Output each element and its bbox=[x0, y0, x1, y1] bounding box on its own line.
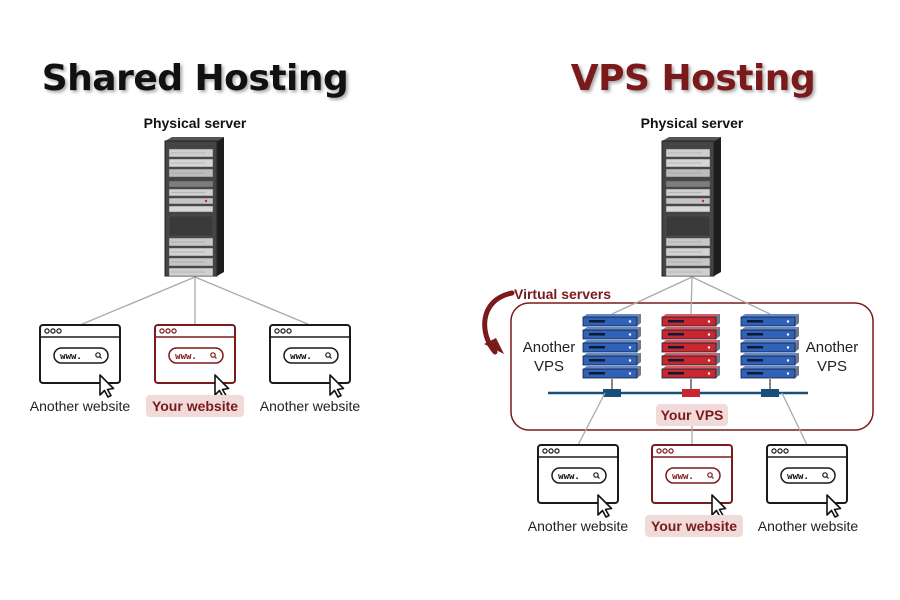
vps-site-label-1: Another website bbox=[527, 518, 629, 534]
vps-blue-rack-right-icon bbox=[740, 314, 799, 379]
vps-url-text-3: www. bbox=[787, 472, 809, 482]
shared-site-label-1: Another website bbox=[29, 398, 131, 414]
shared-browser-icon-1-cursor-icon bbox=[99, 374, 115, 398]
vps-link-line bbox=[690, 276, 693, 315]
vps-hosting-title: VPS Hosting bbox=[570, 58, 816, 99]
shared-browser-icon-1 bbox=[39, 324, 121, 398]
network-port-icon bbox=[761, 389, 779, 397]
vps-physical-server-icon bbox=[661, 137, 721, 277]
vps-url-text-2: www. bbox=[672, 472, 694, 482]
shared-physical-server-label: Physical server bbox=[143, 115, 247, 131]
vps-browser-icon-3 bbox=[766, 444, 848, 518]
vps-link-line bbox=[611, 276, 693, 315]
shared-physical-server-icon bbox=[164, 137, 224, 277]
vps-url-text-1: www. bbox=[558, 472, 580, 482]
another-vps-left-label: Another VPS bbox=[522, 339, 576, 375]
shared-url-text-2: www. bbox=[175, 352, 197, 362]
vps-browser-icon-3-cursor-icon bbox=[826, 494, 842, 518]
network-port-icon bbox=[682, 389, 700, 397]
vps-browser-icon-1-cursor-icon bbox=[597, 494, 613, 518]
vps-your-browser-icon bbox=[651, 444, 733, 518]
shared-url-text-1: www. bbox=[60, 352, 82, 362]
vps-site-link-line bbox=[577, 392, 606, 446]
another-vps-right-label: Another VPS bbox=[805, 339, 859, 375]
vps-browser-icon-1 bbox=[537, 444, 619, 518]
vps-site-label-3: Another website bbox=[757, 518, 859, 534]
vps-blue-rack-left-icon bbox=[582, 314, 641, 379]
shared-url-text-3: www. bbox=[290, 352, 312, 362]
your-vps-label: Your VPS bbox=[656, 404, 728, 426]
vps-red-rack-icon bbox=[661, 314, 720, 379]
shared-browser-icon-3 bbox=[269, 324, 351, 398]
shared-site-label-3: Another website bbox=[259, 398, 361, 414]
vps-site-link-line bbox=[781, 392, 808, 446]
shared-hosting-title: Shared Hosting bbox=[41, 58, 349, 99]
curved-arrow-head bbox=[484, 338, 504, 354]
shared-link-line bbox=[79, 276, 196, 326]
network-port-icon bbox=[603, 389, 621, 397]
shared-your-website-label: Your website bbox=[146, 395, 244, 417]
shared-your-browser-icon bbox=[154, 324, 236, 398]
shared-browser-icon-3-cursor-icon bbox=[329, 374, 345, 398]
vps-your-website-label: Your website bbox=[645, 515, 743, 537]
vps-link-line bbox=[691, 276, 771, 315]
vps-physical-server-label: Physical server bbox=[640, 115, 744, 131]
shared-link-line bbox=[194, 276, 311, 326]
virtual-servers-label: Virtual servers bbox=[514, 286, 612, 302]
